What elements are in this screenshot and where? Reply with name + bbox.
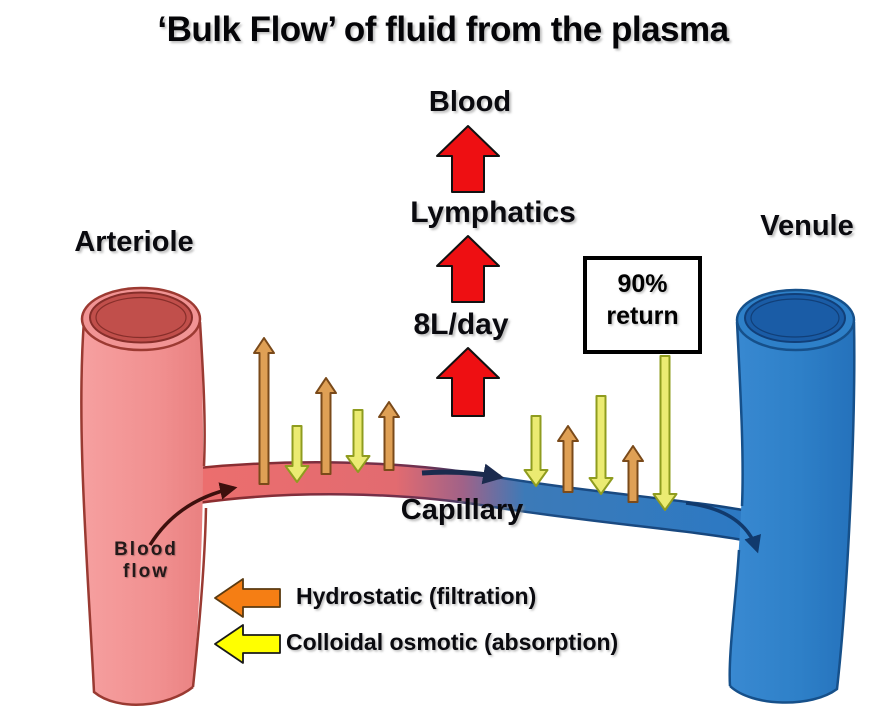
- legend-hydrostatic-arrow-icon: [214, 578, 281, 618]
- filtration-up-arrow-icon: [622, 445, 644, 503]
- filtration-up-arrow-icon: [315, 377, 337, 475]
- arteriole-vessel: [80, 286, 208, 706]
- legend-hydrostatic-label: Hydrostatic (filtration): [296, 583, 537, 609]
- venule-lumen: [744, 293, 846, 343]
- blood-flow-label: Blood flow: [114, 539, 178, 583]
- return-percentage-word: return: [606, 302, 679, 330]
- page-title: ‘Bulk Flow’ of fluid from the plasma: [157, 10, 729, 49]
- filtration-arrows: [253, 337, 644, 503]
- blood-flow-line1: Blood: [114, 539, 178, 560]
- legend-colloidal-arrow-icon: [214, 624, 281, 664]
- absorption-down-arrow-icon: [588, 395, 614, 495]
- absorption-down-arrow-icon: [523, 415, 549, 487]
- arteriole-lumen: [89, 291, 193, 344]
- absorption-down-arrow-icon: [345, 409, 371, 473]
- flow-arrow-arteriole-to-capillary-icon: [148, 482, 238, 546]
- arteriole-label: Arteriole: [74, 226, 194, 258]
- blood-label: Blood: [428, 86, 512, 118]
- red-up-arrow-icon: [436, 347, 500, 417]
- return-percentage-value: 90%: [617, 270, 668, 298]
- filtration-up-arrow-icon: [253, 337, 275, 485]
- venule-label: Venule: [760, 210, 854, 242]
- lymph-rate-label: 8L/day: [413, 308, 509, 341]
- lymphatics-label: Lymphatics: [410, 196, 576, 229]
- absorption-down-arrow-icon: [284, 425, 310, 483]
- filtration-up-arrow-icon: [557, 425, 579, 493]
- filtration-up-arrow-icon: [378, 401, 400, 471]
- return-percentage-box: 90% return: [583, 256, 702, 354]
- absorption-arrows: [284, 355, 678, 511]
- red-up-arrow-icon: [436, 125, 500, 193]
- capillary-label: Capillary: [400, 494, 524, 526]
- legend-colloidal-label: Colloidal osmotic (absorption): [286, 629, 619, 655]
- venule-vessel: [728, 288, 856, 704]
- blood-flow-line2: flow: [122, 561, 169, 582]
- flow-arrow-capillary-icon: [421, 463, 505, 485]
- lymph-return-arrows: [436, 125, 500, 417]
- flow-arrow-capillary-to-venule-icon: [685, 501, 761, 554]
- red-up-arrow-icon: [436, 235, 500, 303]
- absorption-down-arrow-icon: [652, 355, 678, 511]
